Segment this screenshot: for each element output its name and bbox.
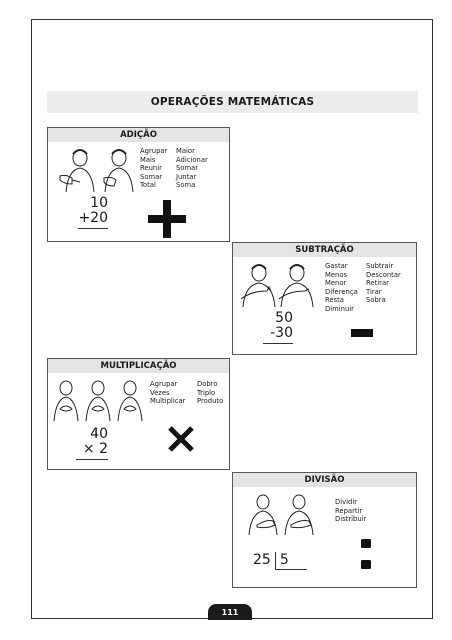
minus-icon (351, 329, 373, 337)
division-heading: DIVISÃO (233, 473, 416, 487)
subtraction-card: SUBTRAÇÃO Gastar Menos Menor Diferença R… (232, 242, 417, 355)
signer-illustration (53, 380, 143, 422)
multiplication-numbers: 40 × 2 (76, 427, 108, 460)
divisor: 5 (274, 552, 307, 570)
page-title: OPERAÇÕES MATEMÁTICAS (150, 96, 315, 108)
addition-words-col1: Agrupar Mais Reunir Somar Total (140, 147, 168, 190)
signer-illustration (59, 149, 134, 193)
product-line (76, 459, 108, 460)
division-card: DIVISÃO Dividir Repartir Distribuir 25 5 (232, 472, 417, 588)
dividend: 25 (253, 552, 271, 568)
division-icon (361, 539, 371, 569)
page-number: 111 (208, 604, 252, 620)
addition-heading: ADIÇÃO (48, 128, 229, 142)
title-bar: OPERAÇÕES MATEMÁTICAS (47, 91, 418, 113)
addition-card: ADIÇÃO Agrupar Mais Reunir Somar Total M… (47, 127, 230, 242)
signer-illustration (240, 264, 314, 308)
multiplication-card: MULTIPLICAÇÃO Agrupar Vezes Multiplicar … (47, 358, 230, 470)
difference-line (263, 343, 293, 344)
sum-line (78, 228, 108, 229)
subtraction-words-col2: Subtrair Descontar Retirar Tirar Sobra (366, 262, 401, 305)
multiplication-heading: MULTIPLICAÇÃO (48, 359, 229, 373)
division-layout: 25 5 (253, 552, 307, 570)
multiplication-words-col1: Agrupar Vezes Multiplicar (150, 380, 186, 406)
subtraction-words-col1: Gastar Menos Menor Diferença Resta Dimin… (325, 262, 358, 313)
division-words: Dividir Repartir Distribuir (335, 498, 367, 524)
multiplication-words-col2: Dobro Triplo Produto (197, 380, 224, 406)
addition-numbers: 10 +20 (78, 196, 108, 229)
signer-illustration (248, 494, 314, 536)
addition-words-col2: Maior Adicionar Somar Juntar Soma (176, 147, 208, 190)
subtraction-numbers: 50 -30 (263, 311, 293, 344)
times-icon (168, 426, 194, 452)
plus-icon (148, 200, 186, 238)
subtraction-heading: SUBTRAÇÃO (233, 243, 416, 257)
